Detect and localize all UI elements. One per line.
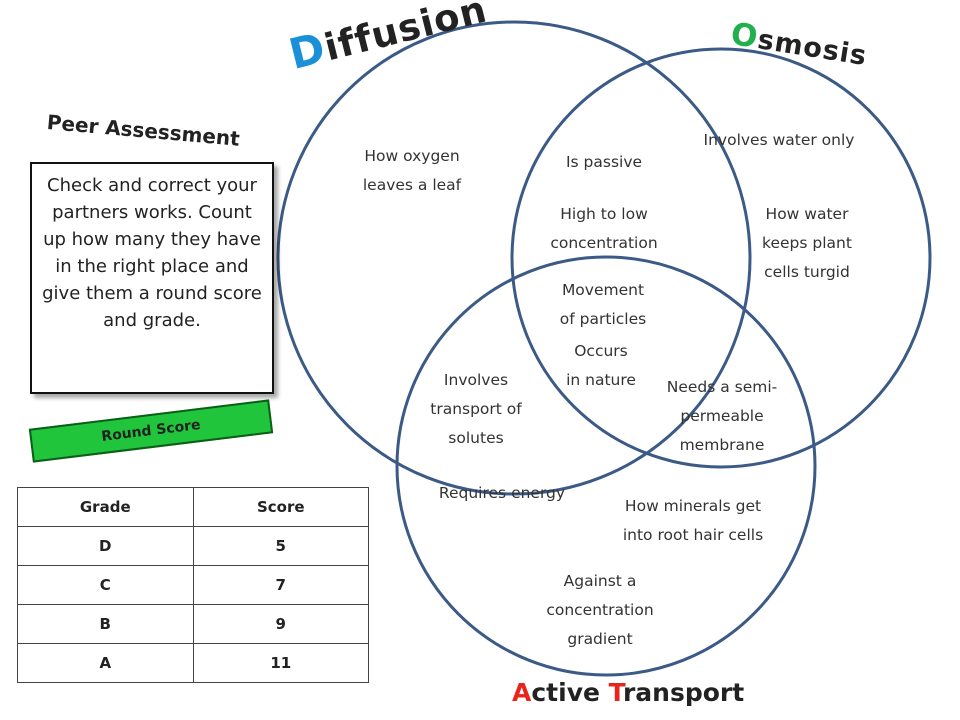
label-line: Movement (561, 281, 645, 299)
label-line: How minerals get (624, 497, 762, 515)
label-line: Involves water only (703, 131, 855, 149)
label-movement: Movement of particles (560, 276, 646, 334)
label-line: in nature (566, 371, 636, 389)
label-is-passive: Is passive (566, 148, 642, 177)
label-line: permeable (680, 407, 764, 425)
table-row: D 5 (17, 526, 369, 566)
active-transport-circle (395, 255, 817, 677)
active-title-rest-1: ctive (531, 678, 609, 707)
score-cell: 11 (192, 643, 369, 683)
instructions-box: Check and correct your partners works. C… (30, 162, 274, 394)
active-title-initial-t: T (608, 678, 623, 707)
label-line: gradient (567, 630, 633, 648)
label-line: Involves (443, 371, 509, 389)
label-occurs: Occurs in nature (566, 337, 636, 395)
label-requires-energy: Requires energy (439, 479, 565, 508)
score-cell: 7 (192, 565, 369, 605)
table-header-grade: Grade (17, 487, 194, 527)
table-row: C 7 (17, 565, 369, 605)
label-line: Needs a semi- (666, 378, 778, 396)
label-line: membrane (679, 436, 765, 454)
table-header-row: Grade Score (17, 487, 369, 527)
label-needs-membrane: Needs a semi- permeable membrane (667, 373, 778, 460)
grade-cell: B (17, 604, 194, 644)
grade-cell: A (17, 643, 194, 683)
label-line: concentration (550, 234, 658, 252)
score-cell: 5 (192, 526, 369, 566)
round-score-label: Round Score (100, 416, 202, 446)
table-row: A 11 (17, 643, 369, 683)
label-line: solutes (448, 429, 504, 447)
label-line: leaves a leaf (362, 176, 462, 194)
label-involves-water: Involves water only (704, 126, 855, 155)
active-title-initial-a: A (512, 678, 532, 707)
label-line: Against a (563, 572, 637, 590)
grade-table: Grade Score D 5 C 7 B 9 A 11 (17, 487, 369, 683)
label-against-gradient: Against a concentration gradient (546, 567, 653, 654)
grade-cell: C (17, 565, 194, 605)
label-how-minerals: How minerals get into root hair cells (623, 492, 763, 550)
diffusion-circle (276, 20, 752, 496)
label-line: cells turgid (764, 263, 850, 281)
label-line: How water (765, 205, 849, 223)
label-line: keeps plant (762, 234, 852, 252)
active-title-rest-2: ransport (622, 678, 745, 707)
label-line: Is passive (565, 153, 643, 171)
label-line: High to low (560, 205, 648, 223)
label-line: transport of (430, 400, 522, 418)
label-how-oxygen: How oxygen leaves a leaf (363, 142, 461, 200)
label-line: Requires energy (438, 484, 566, 502)
active-transport-title: Active Transport (512, 678, 744, 707)
osmosis-circle (510, 47, 932, 469)
score-cell: 9 (192, 604, 369, 644)
table-header-score: Score (192, 487, 369, 527)
label-line: How oxygen (364, 147, 460, 165)
label-how-water: How water keeps plant cells turgid (762, 200, 852, 287)
label-line: Occurs (574, 342, 628, 360)
grade-cell: D (17, 526, 194, 566)
table-row: B 9 (17, 604, 369, 644)
label-involves-transport: Involves transport of solutes (430, 366, 522, 453)
label-line: of particles (559, 310, 647, 328)
label-high-to-low: High to low concentration (550, 200, 657, 258)
label-line: into root hair cells (622, 526, 764, 544)
label-line: concentration (546, 601, 654, 619)
